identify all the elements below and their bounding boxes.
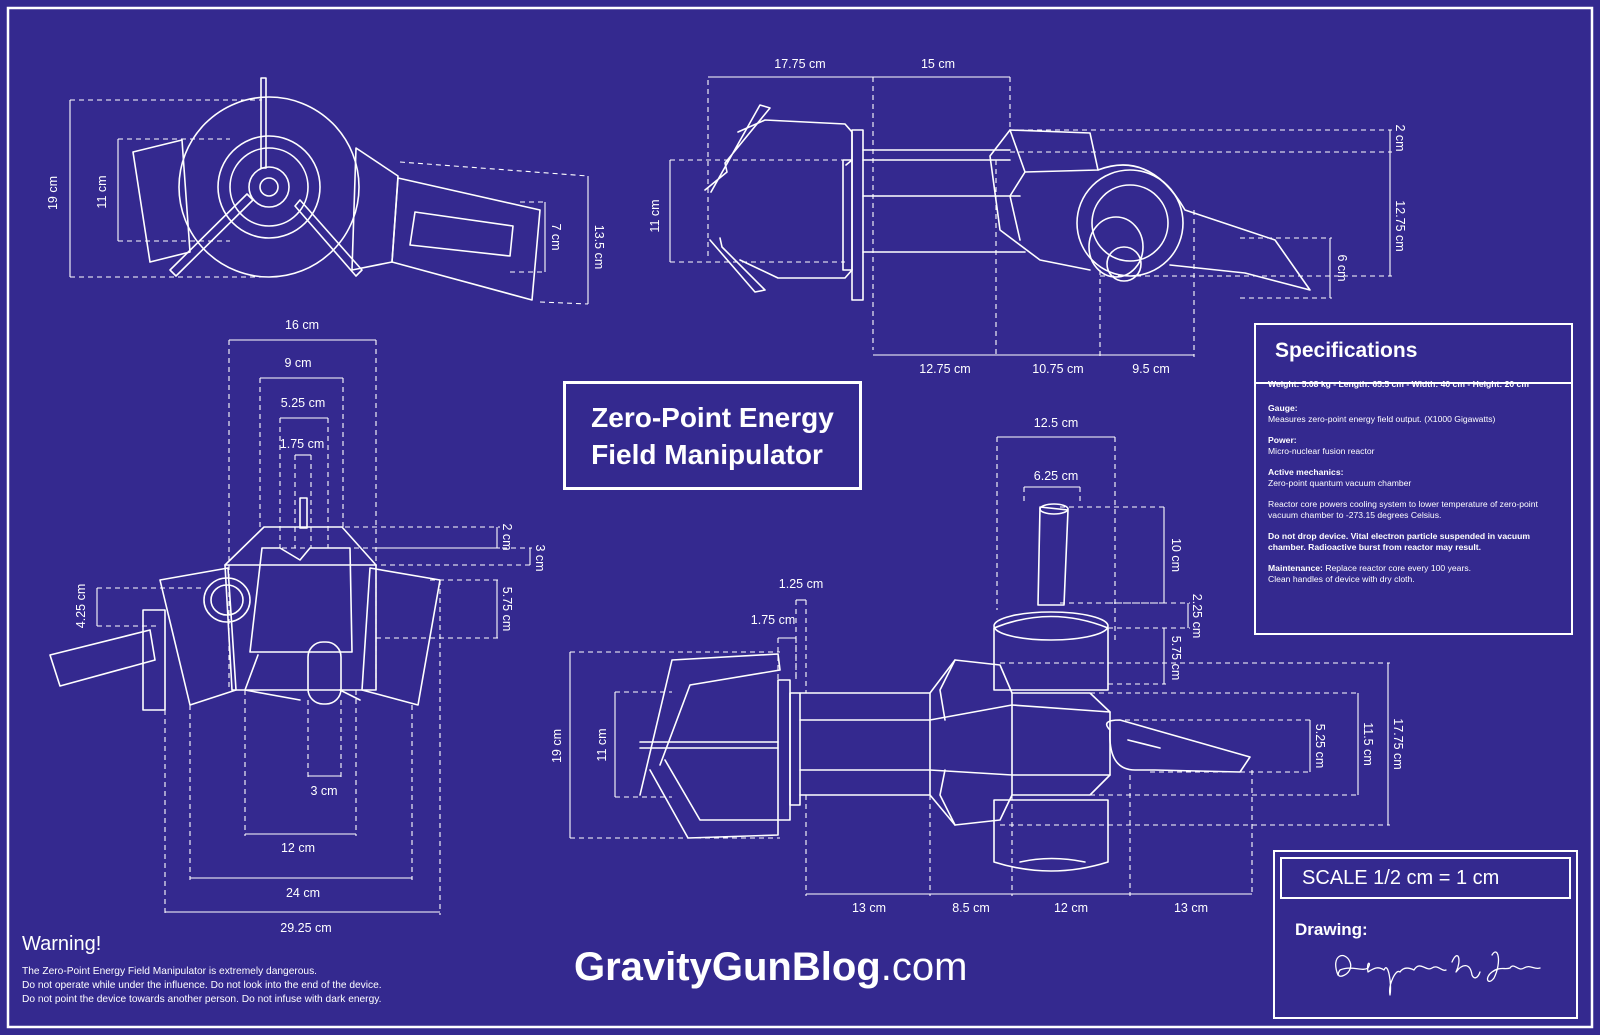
dim-top-4-25: 4.25 cm: [74, 584, 88, 628]
bottom-view-drawing: [569, 436, 1390, 896]
warning-heading: Warning!: [22, 933, 102, 955]
specifications-panel: Specifications Weight: 5.08 kg - Length:…: [1254, 323, 1573, 635]
site-url: GravityGunBlog.com: [574, 945, 967, 990]
dim-bottom-5-75: 5.75 cm: [1169, 636, 1183, 680]
spec-maintenance-label: Maintenance:: [1268, 562, 1323, 573]
dim-side-12-75: 12.75 cm: [919, 362, 970, 376]
title-line-2: Field Manipulator: [591, 438, 823, 470]
specifications-heading: Specifications: [1275, 339, 1418, 362]
spec-power-label: Power:: [1268, 434, 1297, 445]
dim-side-10-75: 10.75 cm: [1032, 362, 1083, 376]
dim-bottom-8-5: 8.5 cm: [952, 901, 990, 915]
dim-bottom-12: 12 cm: [1054, 901, 1088, 915]
dim-bottom-1-75: 1.75 cm: [751, 613, 795, 627]
spec-drop-warning: Do not drop device. Vital electron parti…: [1268, 530, 1531, 553]
dim-top-5-25: 5.25 cm: [281, 396, 325, 410]
dim-side-6: 6 cm: [1335, 254, 1349, 281]
spec-maintenance-text: Replace reactor core every 100 years.: [1325, 562, 1471, 573]
front-view-drawing: [69, 77, 589, 305]
drawing-label: Drawing:: [1295, 920, 1368, 939]
spec-summary: Weight: 5.08 kg - Length: 65.5 cm - Widt…: [1268, 379, 1529, 389]
dim-bottom-2-25: 2.25 cm: [1190, 594, 1204, 638]
dim-front-13-5: 13.5 cm: [592, 225, 606, 269]
dim-bottom-12-5: 12.5 cm: [1034, 416, 1078, 430]
spec-active-text: Zero-point quantum vacuum chamber: [1268, 478, 1412, 488]
dim-side-12-75-v: 12.75 cm: [1393, 200, 1407, 251]
spec-power-text: Micro-nuclear fusion reactor: [1268, 446, 1375, 456]
side-view-drawing: [669, 76, 1392, 357]
site-brand: GravityGunBlog: [574, 945, 881, 989]
scale-label: SCALE 1/2 cm = 1 cm: [1280, 857, 1571, 899]
dim-side-2: 2 cm: [1393, 124, 1407, 151]
dim-bottom-1-25: 1.25 cm: [779, 577, 823, 591]
warning-line-1: The Zero-Point Energy Field Manipulator …: [22, 966, 318, 977]
dim-bottom-11: 11 cm: [595, 728, 609, 761]
dim-top-9: 9 cm: [284, 356, 311, 370]
dim-bottom-5-25: 5.25 cm: [1313, 724, 1327, 768]
dim-top-24: 24 cm: [286, 886, 320, 900]
warning-block: Warning! The Zero-Point Energy Field Man…: [22, 933, 452, 1007]
spec-gauge: Gauge:Measures zero-point energy field o…: [1268, 403, 1559, 426]
page-title: Zero-Point Energy Field Manipulator: [591, 399, 834, 473]
dim-bottom-10: 10 cm: [1169, 538, 1183, 572]
dim-top-2: 2 cm: [500, 523, 514, 550]
dim-top-3: 3 cm: [533, 544, 547, 571]
spec-maintenance-text-2: Clean handles of device with dry cloth.: [1268, 574, 1415, 584]
scale-panel: SCALE 1/2 cm = 1 cm Drawing:: [1273, 850, 1578, 1019]
dim-top-12: 12 cm: [281, 841, 315, 855]
dim-front-19: 19 cm: [46, 176, 60, 210]
spec-reactor-text: Reactor core powers cooling system to lo…: [1268, 498, 1538, 521]
dim-bottom-13: 13 cm: [852, 901, 886, 915]
dim-side-17-75: 17.75 cm: [774, 57, 825, 71]
sheet-border: [6, 6, 1594, 1029]
dim-front-11: 11 cm: [95, 175, 109, 208]
dim-bottom-11-5: 11.5 cm: [1361, 722, 1375, 766]
dim-bottom-13b: 13 cm: [1174, 901, 1208, 915]
spec-power: Power:Micro-nuclear fusion reactor: [1268, 435, 1559, 458]
dim-bottom-6-25: 6.25 cm: [1034, 469, 1078, 483]
spec-gauge-label: Gauge:: [1268, 402, 1298, 413]
dim-top-16: 16 cm: [285, 318, 319, 332]
dim-top-1-75: 1.75 cm: [280, 437, 324, 451]
dim-side-9-5: 9.5 cm: [1132, 362, 1170, 376]
dim-bottom-19: 19 cm: [550, 729, 564, 763]
title-line-1: Zero-Point Energy: [591, 401, 834, 433]
dim-top-5-75: 5.75 cm: [500, 587, 514, 631]
top-view-drawing: [49, 339, 532, 915]
spec-maintenance: Maintenance: Replace reactor core every …: [1268, 563, 1559, 586]
site-tld: .com: [880, 945, 968, 989]
specifications-divider: [1256, 382, 1571, 384]
warning-line-2: Do not operate while under the influence…: [22, 980, 382, 991]
dim-top-29-25: 29.25 cm: [280, 921, 331, 935]
title-box: Zero-Point Energy Field Manipulator: [563, 381, 862, 490]
dim-side-15: 15 cm: [921, 57, 955, 71]
spec-gauge-text: Measures zero-point energy field output.…: [1268, 414, 1496, 424]
dim-front-7: 7 cm: [549, 223, 563, 250]
dim-top-3b: 3 cm: [310, 784, 337, 798]
spec-active: Active mechanics:Zero-point quantum vacu…: [1268, 467, 1559, 490]
dim-bottom-17-75: 17.75 cm: [1391, 718, 1405, 769]
dim-side-11: 11 cm: [648, 199, 662, 232]
warning-line-3: Do not point the device towards another …: [22, 994, 382, 1005]
signature-graphic: [1335, 951, 1541, 996]
spec-active-label: Active mechanics:: [1268, 466, 1344, 477]
